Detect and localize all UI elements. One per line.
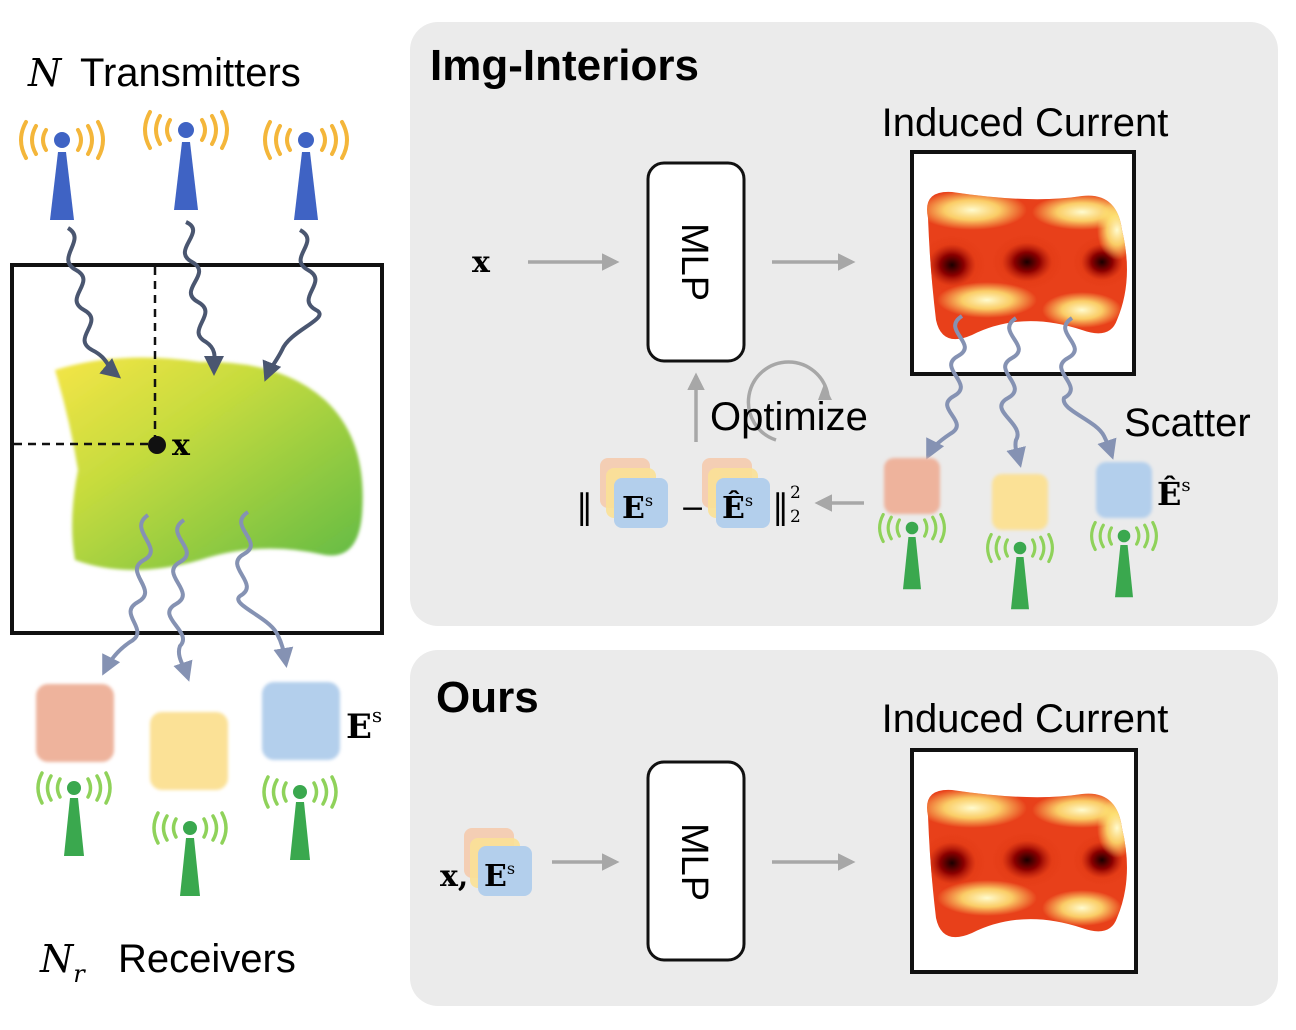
measured-field-2 [150, 712, 228, 790]
transmitters-label: Transmitters [80, 51, 301, 95]
est-field-3 [1096, 462, 1152, 518]
incident-wave-2 [183, 220, 225, 376]
top-panel-title: Img-Interiors [430, 41, 699, 90]
bottom-panel-title: Ours [436, 673, 539, 722]
loss-norm-index: 2 [790, 507, 801, 527]
bottom-mlp-block [646, 760, 746, 962]
scattered-wave-2 [167, 518, 193, 682]
measured-field-1 [36, 684, 114, 762]
loss-term-estimated: Ês [722, 490, 753, 526]
loss-minus: − [680, 491, 705, 526]
scatterer-object [55, 357, 363, 570]
receiver-1 [36, 771, 112, 858]
scattered-wave-3 [235, 510, 294, 668]
top-input-x: x [472, 245, 491, 280]
top-scatter-wave-3 [1059, 316, 1117, 460]
field-label: Es [346, 703, 382, 747]
top-scatter-wave-1 [926, 314, 967, 460]
bottom-mlp-label: MLP [673, 823, 715, 901]
top-scatter-wave-2 [999, 316, 1026, 468]
transmitter-2 [143, 110, 229, 212]
receivers-label: Receivers [118, 937, 296, 981]
receiver-3 [262, 775, 338, 862]
optimize-label: Optimize [710, 395, 868, 439]
receiver-2 [152, 811, 228, 898]
loss-open: ‖ [576, 487, 593, 527]
point-x-label: x [172, 428, 191, 463]
bottom-input-x: x, [440, 859, 468, 894]
loss-expression: ‖ Es − Ês ‖ 2 2 [576, 458, 801, 528]
ours-panel: Ours x, Es MLP Induced Current [410, 650, 1278, 1006]
bottom-input-field: Es [484, 859, 515, 894]
top-current-label: Induced Current [882, 101, 1169, 145]
point-x [148, 436, 166, 454]
transmitter-1 [19, 120, 105, 222]
top-mlp-label: MLP [673, 223, 715, 301]
scattered-wave-1 [102, 513, 153, 676]
incident-wave-1 [66, 226, 122, 379]
bottom-current-label: Induced Current [882, 697, 1169, 741]
optimize-loop-icon [746, 360, 830, 442]
transmitters-var: N [27, 51, 63, 95]
loss-power: 2 [790, 483, 801, 503]
optimize-loop-arrowhead [818, 384, 832, 400]
loss-term-measured: Es [622, 491, 653, 526]
est-field-label: Ês [1157, 475, 1191, 513]
est-field-1 [884, 458, 940, 514]
top-mlp-block [646, 161, 746, 363]
left-scene: N Transmitters x Es Nr Receivers [10, 51, 384, 988]
loss-close: ‖ [772, 487, 789, 527]
est-field-2 [992, 474, 1048, 530]
top-scatter-label: Scatter [1124, 401, 1251, 445]
measured-field-3 [262, 682, 340, 760]
transmitter-3 [263, 120, 349, 222]
img-interiors-panel: Img-Interiors x MLP Induced Current Scat… [410, 22, 1278, 626]
receivers-var: Nr [39, 937, 86, 988]
incident-wave-3 [262, 228, 322, 382]
